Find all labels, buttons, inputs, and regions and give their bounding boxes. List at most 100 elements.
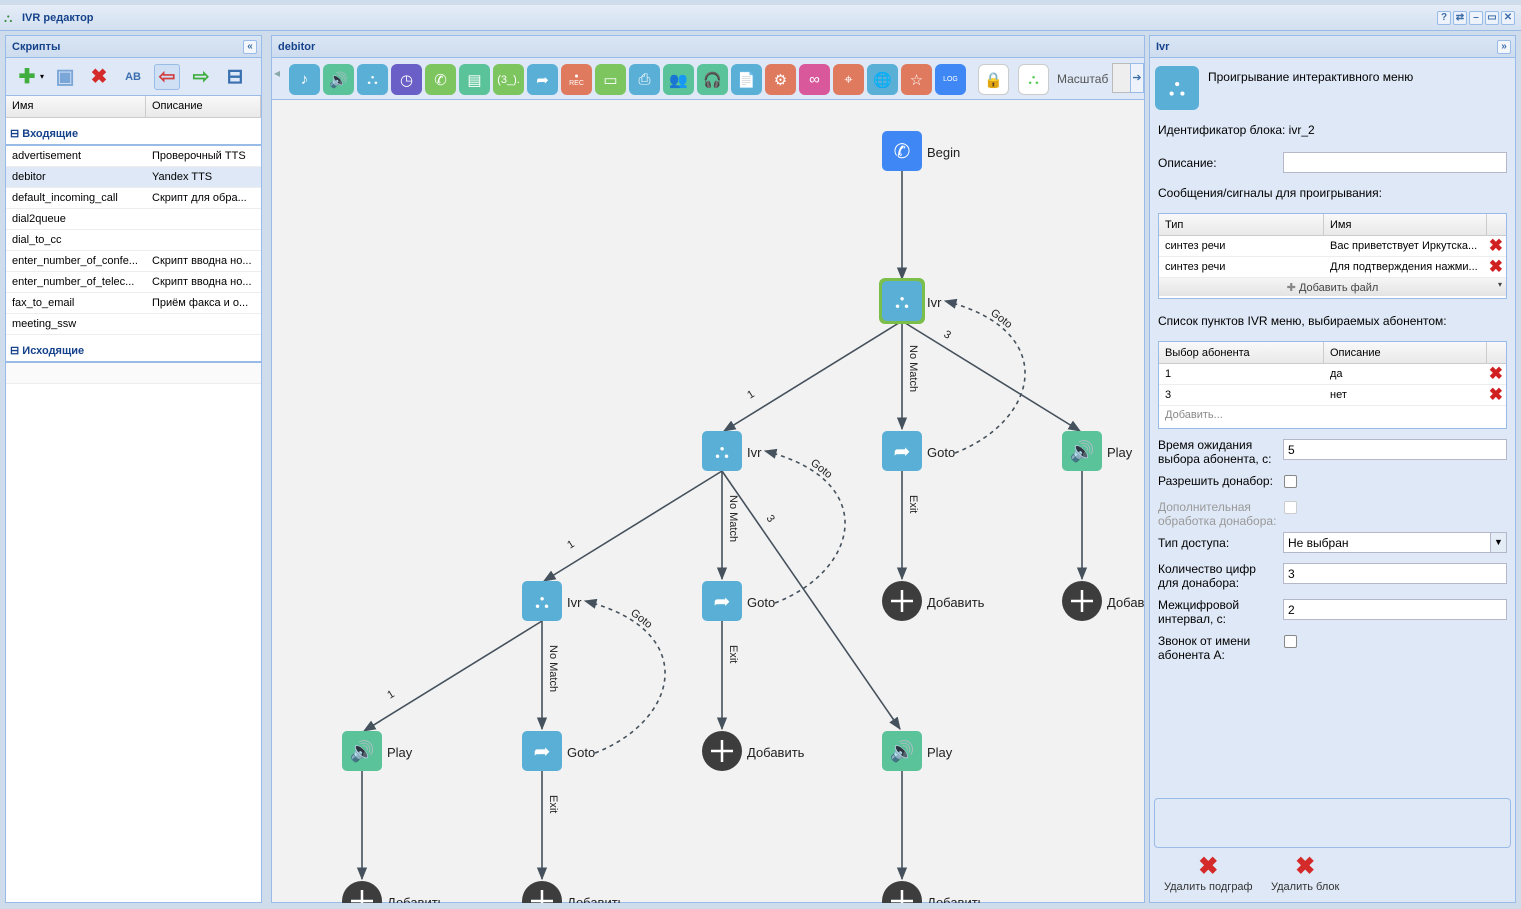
save-icon[interactable]: ▣	[55, 66, 75, 88]
group-outgoing[interactable]: ⊟ Исходящие	[6, 335, 261, 363]
scroll-right-icon[interactable]: ➔	[1130, 63, 1144, 93]
delete-icon[interactable]: ✖	[1488, 236, 1503, 255]
edge[interactable]	[542, 470, 723, 582]
edge[interactable]	[901, 320, 1082, 432]
delete-icon[interactable]: ✖	[90, 66, 108, 88]
ivr-block-icon[interactable]: ⛬	[357, 64, 388, 95]
music-block-icon[interactable]: ♪	[289, 64, 320, 95]
col-name[interactable]: Имя	[1324, 214, 1487, 235]
goto-edge[interactable]	[763, 448, 846, 604]
rec-block-icon[interactable]: ●REC	[561, 64, 592, 95]
group-block-icon[interactable]: 👥	[663, 64, 694, 95]
script-block-icon[interactable]: 📄	[731, 64, 762, 95]
digits-block-icon[interactable]: (3_).	[493, 64, 524, 95]
access-select[interactable]: Не выбран▼	[1283, 532, 1507, 553]
col-type[interactable]: Тип	[1159, 214, 1324, 235]
add-script-icon[interactable]: ✚	[18, 66, 36, 88]
headset-block-icon[interactable]: 🎧	[697, 64, 728, 95]
node-goto1[interactable]: ➦Goto	[882, 431, 955, 471]
maximize-button[interactable]: ▭	[1485, 11, 1499, 25]
node-ivr1[interactable]: ⛬Ivr	[879, 278, 942, 324]
node-play2[interactable]: 🔊Play	[342, 731, 413, 771]
edge[interactable]	[722, 320, 903, 432]
col-desc[interactable]: Описание	[1324, 342, 1487, 363]
layout-graph-icon[interactable]: ⛬	[1018, 64, 1049, 95]
callA-checkbox[interactable]	[1284, 635, 1297, 648]
add-node[interactable]: Добавить	[342, 881, 445, 903]
dial-block-icon[interactable]: ✆	[425, 64, 456, 95]
delete-icon[interactable]: ✖	[1488, 257, 1503, 276]
resize-icon[interactable]: ⊟	[226, 66, 244, 88]
add-file-button[interactable]: ✚ Добавить файл▾	[1159, 278, 1506, 296]
card-block-icon[interactable]: ▭	[595, 64, 626, 95]
goto-edge[interactable]	[943, 298, 1026, 454]
node-play3[interactable]: 🔊Play	[882, 731, 953, 771]
script-row[interactable]: dial_to_cc	[6, 230, 261, 251]
web-block-icon[interactable]: 🌐	[867, 64, 898, 95]
voicemail-block-icon[interactable]: ∞	[799, 64, 830, 95]
node-ivr2[interactable]: ⛬Ivr	[702, 431, 762, 471]
allow-checkbox[interactable]	[1284, 475, 1297, 488]
close-button[interactable]: ✕	[1501, 11, 1515, 25]
minimize-button[interactable]: –	[1469, 11, 1483, 25]
edge[interactable]	[721, 470, 901, 731]
import-icon[interactable]: ⇦	[154, 63, 181, 90]
delete-subgraph-button[interactable]: ✖Удалить подграф	[1164, 853, 1253, 893]
export-icon[interactable]: ⇨	[192, 66, 210, 88]
script-row[interactable]: enter_number_of_confe...Скрипт вводна но…	[6, 251, 261, 272]
lock-graph-icon[interactable]: 🔒	[978, 64, 1009, 95]
script-row[interactable]: dial2queue	[6, 209, 261, 230]
group-incoming[interactable]: ⊟ Входящие	[6, 118, 261, 146]
settings-block-icon[interactable]: ⚙	[765, 64, 796, 95]
collapse-right-button[interactable]: »	[1497, 40, 1511, 54]
delete-block-button[interactable]: ✖Удалить блок	[1271, 853, 1340, 893]
add-item-link[interactable]: Добавить...	[1165, 409, 1223, 421]
log-block-icon[interactable]: LOG	[935, 64, 966, 95]
rename-icon[interactable]: AB	[125, 70, 141, 83]
graph-canvas[interactable]: 1 3 No Match Goto Exit 1 3 No Match Goto…	[272, 101, 1144, 903]
star-block-icon[interactable]: ☆	[901, 64, 932, 95]
description-input[interactable]	[1283, 152, 1507, 173]
col-desc[interactable]: Описание	[146, 96, 261, 117]
switch-block-icon[interactable]: ⌖	[833, 64, 864, 95]
time-block-icon[interactable]: ◷	[391, 64, 422, 95]
delete-icon[interactable]: ✖	[1488, 364, 1503, 383]
col-choice[interactable]: Выбор абонента	[1159, 342, 1324, 363]
script-row[interactable]: meeting_ssw	[6, 314, 261, 335]
refresh-button[interactable]: ⇄	[1453, 11, 1467, 25]
script-row[interactable]: enter_number_of_telec...Скрипт вводна но…	[6, 272, 261, 293]
wait-input[interactable]: 5	[1283, 439, 1507, 460]
fax-block-icon[interactable]: ⎙	[629, 64, 660, 95]
node-goto2[interactable]: ➦Goto	[702, 581, 775, 621]
form-block-icon[interactable]: ▤	[459, 64, 490, 95]
add-node[interactable]: Добав	[1062, 581, 1144, 621]
node-ivr3[interactable]: ⛬Ivr	[522, 581, 582, 621]
scroll-left-icon[interactable]: ◂	[274, 66, 281, 80]
play-block-icon[interactable]: 🔊	[323, 64, 354, 95]
digits-input[interactable]: 3	[1283, 563, 1507, 584]
goto-block-icon[interactable]: ➦	[527, 64, 558, 95]
add-node[interactable]: Добавить	[882, 881, 985, 903]
scale-slider[interactable]	[1112, 63, 1132, 93]
node-play1[interactable]: 🔊Play	[1062, 431, 1133, 471]
add-dropdown-icon[interactable]: ▾	[40, 72, 45, 81]
goto-edge[interactable]	[583, 598, 666, 754]
delete-icon[interactable]: ✖	[1488, 385, 1503, 404]
edge[interactable]	[362, 620, 543, 732]
collapse-left-button[interactable]: «	[243, 40, 257, 54]
add-node[interactable]: Добавить	[522, 881, 625, 903]
interval-input[interactable]: 2	[1283, 599, 1507, 620]
add-node[interactable]: Добавить	[882, 581, 985, 621]
add-node[interactable]: Добавить	[702, 731, 805, 771]
col-name[interactable]: Имя	[6, 96, 146, 117]
help-button[interactable]: ?	[1437, 11, 1451, 25]
node-goto3[interactable]: ➦Goto	[522, 731, 595, 771]
